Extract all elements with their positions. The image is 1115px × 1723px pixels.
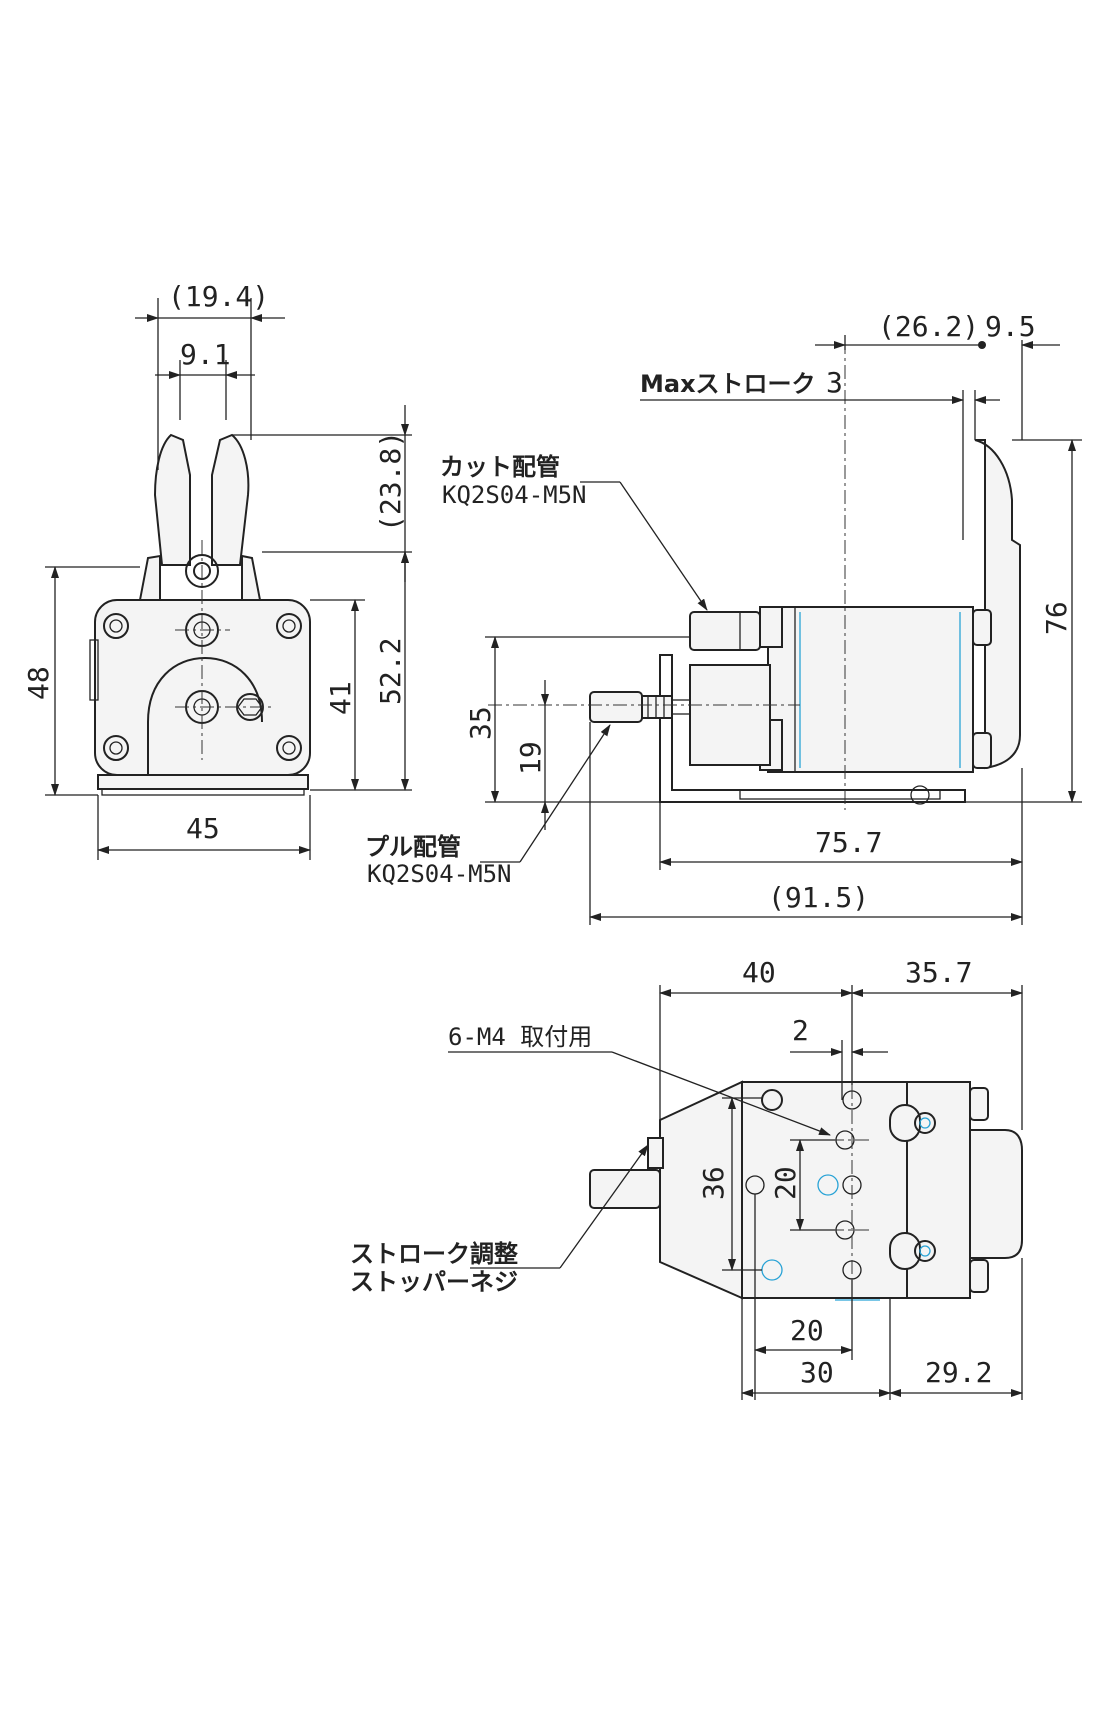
dim-45: 45 <box>186 812 220 845</box>
side-view: (26.2) 9.5 Maxストローク 3 76 35 19 75.7 (91.… <box>365 310 1082 925</box>
dim-26-2: (26.2) <box>878 310 979 343</box>
front-jaw-left <box>153 433 191 566</box>
front-screw-br <box>276 735 302 761</box>
label-stopper-line1: ストローク調整 <box>350 1240 518 1268</box>
bottom-fitting <box>589 1169 661 1209</box>
label-mount: 6-M4 取付用 <box>448 1023 592 1051</box>
label-pull-piping: プル配管 <box>365 833 461 861</box>
dim-2: 2 <box>792 1014 809 1047</box>
bottom-plate <box>741 1081 908 1299</box>
label-max-stroke: Maxストローク <box>640 370 816 398</box>
label-pull-fitting: KQ2S04-M5N <box>367 860 512 888</box>
dim-23-8: (23.8) <box>374 431 407 532</box>
dim-19-4: (19.4) <box>168 280 269 313</box>
side-body <box>767 606 974 773</box>
dim-75-7: 75.7 <box>815 826 882 859</box>
side-flange <box>759 606 783 648</box>
front-view: (19.4) 9.1 (23.8) 52.2 48 41 45 <box>22 280 412 860</box>
dim-35: 35 <box>464 706 497 740</box>
dim-20-horizontal: 20 <box>790 1314 824 1347</box>
side-jaw <box>974 439 1021 770</box>
dim-3: 3 <box>826 366 843 399</box>
dim-36: 36 <box>697 1166 730 1200</box>
pull-fitting <box>589 691 643 723</box>
front-screw-tl <box>103 613 129 639</box>
dim-30: 30 <box>800 1356 834 1389</box>
dim-29-2: 29.2 <box>925 1356 992 1389</box>
front-base-plate <box>97 774 309 790</box>
label-cut-piping: カット配管 <box>440 453 560 481</box>
dim-9-5: 9.5 <box>985 310 1036 343</box>
dim-9-1: 9.1 <box>180 338 231 371</box>
label-stopper-line2: ストッパーネジ <box>350 1268 518 1296</box>
dim-20-vertical: 20 <box>769 1166 802 1200</box>
dim-91-5: (91.5) <box>768 881 869 914</box>
dim-41: 41 <box>324 681 357 715</box>
dim-35-7: 35.7 <box>905 956 972 989</box>
dim-40: 40 <box>742 956 776 989</box>
dim-76: 76 <box>1040 601 1073 635</box>
cut-fitting <box>689 611 761 651</box>
front-screw-tr <box>276 613 302 639</box>
front-jaw-right <box>211 433 250 566</box>
side-cylinder <box>689 664 771 766</box>
bottom-view: 40 35.7 2 6-M4 取付用 36 20 ストローク調整 ストッパーネジ… <box>350 956 1023 1400</box>
dim-48: 48 <box>22 666 55 700</box>
label-cut-fitting: KQ2S04-M5N <box>442 481 587 509</box>
dim-52-2: 52.2 <box>374 638 407 705</box>
dim-19: 19 <box>514 741 547 775</box>
front-screw-bl <box>103 735 129 761</box>
